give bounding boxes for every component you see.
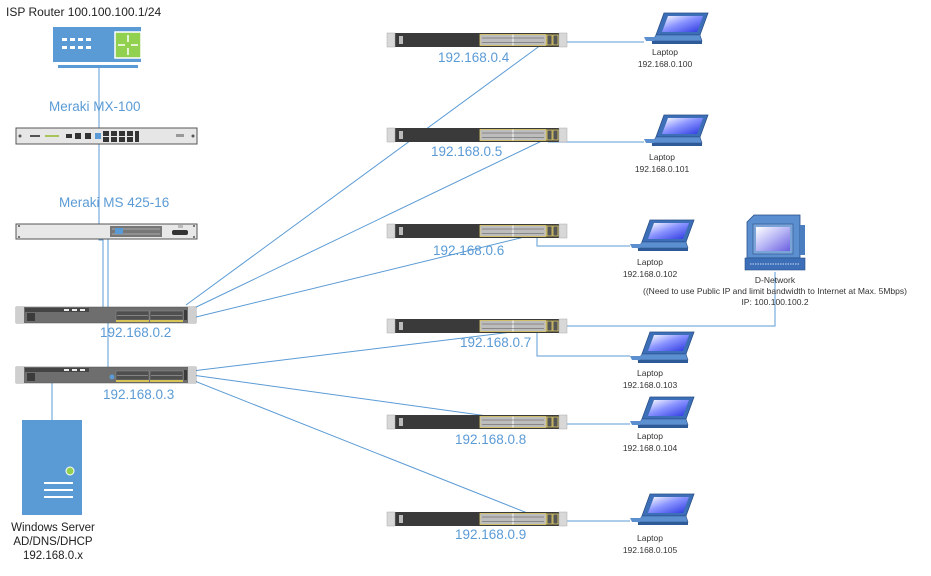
laptop-192-168-0-102[interactable]: [629, 219, 695, 252]
link-core2-to-sw5: [189, 137, 549, 311]
laptop-192-168-0-101[interactable]: [643, 114, 709, 147]
server-icon: [22, 420, 82, 515]
link-core3-to-sw7: [191, 327, 546, 372]
d-network-label: D-Network ((Need to use Public IP and li…: [610, 275, 931, 308]
access-switch-192-168-0-8[interactable]: [386, 414, 568, 430]
d-network-note: ((Need to use Public IP and limit bandwi…: [643, 286, 907, 296]
access-switch-192-168-0-7[interactable]: [386, 318, 568, 334]
laptop-name: Laptop: [649, 152, 675, 162]
switch-icon: [386, 127, 568, 143]
switch-icon: [386, 414, 568, 430]
switch-icon: [386, 32, 568, 48]
switch-icon: [386, 318, 568, 334]
laptop-ip: 192.168.0.103: [622, 380, 678, 390]
core-switch-192-168-0-3[interactable]: [15, 366, 197, 384]
server-label-line-1: Windows Server: [11, 522, 95, 534]
link-sw7-laptop: [536, 331, 630, 357]
access-switch-192-168-0-6[interactable]: [386, 223, 568, 239]
laptop-192-168-0-105[interactable]: [629, 493, 695, 526]
laptop-label-2: Laptop 192.168.0.101: [617, 151, 707, 175]
link-ms-to-core-2: [98, 230, 104, 315]
meraki-mx-100[interactable]: [15, 127, 198, 145]
server-label-line-2: AD/DNS/DHCP: [13, 536, 93, 548]
laptop-icon: [629, 331, 695, 364]
link-sw7-dnetwork: [546, 272, 776, 327]
d-network-name: D-Network: [754, 275, 796, 285]
access-switch-label-1: 192.168.0.4: [438, 50, 510, 65]
switch-icon: [15, 366, 197, 384]
link-core2-to-sw4: [185, 41, 546, 306]
access-switch-label-2: 192.168.0.5: [431, 144, 503, 159]
core-switch-192-168-0-2[interactable]: [15, 306, 197, 324]
access-switch-label-4: 192.168.0.7: [460, 335, 532, 350]
terminal-computer-icon: [744, 214, 806, 271]
server-label-line-3: 192.168.0.x: [22, 550, 84, 562]
laptop-ip: 192.168.0.104: [622, 443, 678, 453]
link-core2-to-sw6: [191, 231, 546, 319]
access-switch-192-168-0-9[interactable]: [386, 511, 568, 527]
access-switch-192-168-0-4[interactable]: [386, 32, 568, 48]
access-switch-label-3: 192.168.0.6: [433, 243, 505, 258]
switch-icon: [386, 511, 568, 527]
router-icon: [53, 27, 142, 68]
access-switch-label-5: 192.168.0.8: [455, 432, 527, 447]
laptop-192-168-0-103[interactable]: [629, 331, 695, 364]
link-sw6-laptop: [536, 236, 630, 247]
laptop-ip: 192.168.0.100: [637, 59, 693, 69]
laptop-label-4: Laptop 192.168.0.103: [605, 367, 695, 391]
windows-server[interactable]: [22, 420, 82, 515]
laptop-192-168-0-100[interactable]: [643, 12, 709, 45]
laptop-label-3: Laptop 192.168.0.102: [605, 256, 695, 280]
laptop-icon: [629, 219, 695, 252]
laptop-label-5: Laptop 192.168.0.104: [605, 430, 695, 454]
laptop-name: Laptop: [637, 368, 663, 378]
server-label: Windows Server AD/DNS/DHCP 192.168.0.x: [0, 521, 106, 563]
aggregation-switch-icon: [15, 223, 198, 240]
laptop-ip: 192.168.0.102: [622, 269, 678, 279]
laptop-name: Laptop: [637, 431, 663, 441]
laptop-icon: [643, 114, 709, 147]
access-switch-192-168-0-5[interactable]: [386, 127, 568, 143]
laptop-icon: [643, 12, 709, 45]
meraki-ms-425-16[interactable]: [15, 223, 198, 240]
d-network-ip: IP: 100.100.100.2: [741, 297, 809, 307]
isp-router[interactable]: [53, 27, 142, 68]
firewall-appliance-icon: [15, 127, 198, 145]
switch-icon: [386, 223, 568, 239]
laptop-icon: [629, 396, 695, 429]
d-network-terminal[interactable]: [744, 214, 806, 271]
core-switch-label-1: 192.168.0.2: [100, 325, 172, 340]
laptop-name: Laptop: [637, 257, 663, 267]
isp-router-label: ISP Router 100.100.100.1/24: [6, 5, 162, 19]
laptop-name: Laptop: [637, 533, 663, 543]
link-core3-to-sw9: [191, 379, 546, 521]
meraki-mx-label: Meraki MX-100: [49, 99, 141, 114]
laptop-icon: [629, 493, 695, 526]
access-switch-label-6: 192.168.0.9: [455, 527, 527, 542]
laptop-name: Laptop: [652, 47, 678, 57]
core-switch-label-2: 192.168.0.3: [103, 387, 175, 402]
laptop-ip: 192.168.0.105: [622, 545, 678, 555]
laptop-ip: 192.168.0.101: [634, 164, 690, 174]
laptop-192-168-0-104[interactable]: [629, 396, 695, 429]
laptop-label-6: Laptop 192.168.0.105: [605, 532, 695, 556]
laptop-label-1: Laptop 192.168.0.100: [620, 46, 710, 70]
meraki-ms-label: Meraki MS 425-16: [59, 195, 170, 210]
switch-icon: [15, 306, 197, 324]
